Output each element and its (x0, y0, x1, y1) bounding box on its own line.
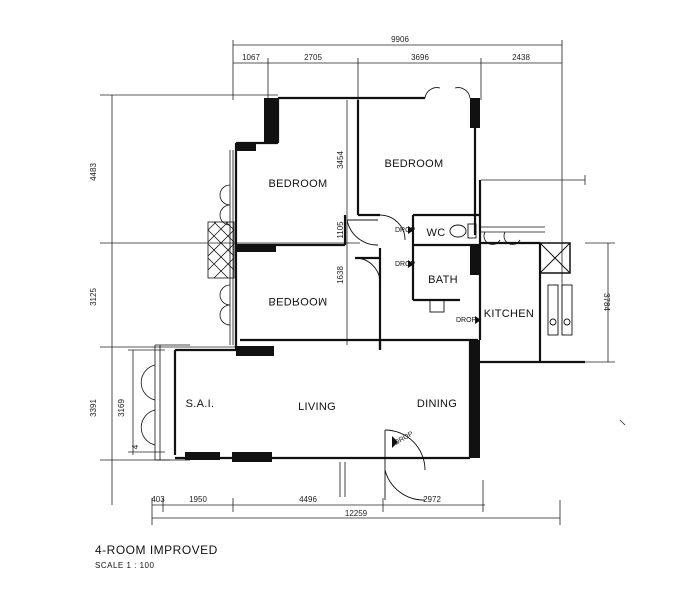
dim-interior-3: 1638 (336, 266, 345, 284)
dim-left-inner-small: 4 (131, 444, 140, 449)
drop-label: DROP (395, 261, 416, 268)
dim-top-1: 1067 (242, 53, 260, 62)
doors (346, 214, 426, 501)
fixtures (429, 223, 573, 336)
plan-scale: SCALE 1 : 100 (95, 561, 155, 570)
dim-bottom-2: 1950 (189, 495, 207, 504)
dim-right-partial: 3784 (602, 293, 611, 311)
drop-label: DROP (395, 227, 416, 234)
window-swings (140, 87, 521, 446)
dim-interior-1: 3454 (336, 151, 345, 169)
plan-title: 4-ROOM IMPROVED (95, 543, 218, 557)
dim-bottom-1: 403 (151, 495, 165, 504)
dim-left-3: 3391 (89, 399, 98, 417)
room-label-living: LIVING (298, 401, 336, 413)
room-label-dining: DINING (417, 398, 457, 410)
dim-left-2: 3125 (89, 288, 98, 306)
room-label-bedroom-2: BEDROOM (385, 158, 444, 170)
dim-bottom-total: 12259 (345, 509, 368, 518)
drop-markers (392, 226, 481, 448)
drop-label: DROP (394, 430, 415, 446)
room-label-bedroom-3: BEDROOM (269, 295, 328, 307)
dim-left-1: 4483 (89, 163, 98, 181)
room-label-bedroom-1: BEDROOM (269, 178, 328, 190)
drop-label: DROP (456, 317, 477, 324)
dim-top-3: 3696 (411, 53, 429, 62)
windows (154, 150, 545, 497)
dimension-lines (100, 40, 626, 525)
shaft-icon (539, 242, 571, 274)
dim-interior-2: 1105 (336, 221, 345, 239)
dim-top-2: 2705 (304, 53, 322, 62)
room-label-sai: S.A.I. (186, 398, 215, 410)
dim-top-4: 2438 (512, 53, 530, 62)
dim-top-total: 9906 (391, 35, 409, 44)
room-label-kitchen: KITCHEN (484, 308, 534, 320)
room-label-bath: BATH (428, 274, 458, 286)
dim-bottom-4: 2972 (423, 495, 441, 504)
dim-bottom-3: 4496 (299, 495, 317, 504)
room-label-wc: WC (427, 227, 446, 239)
dim-left-inner: 3169 (117, 399, 126, 417)
wall-columns (185, 98, 571, 462)
